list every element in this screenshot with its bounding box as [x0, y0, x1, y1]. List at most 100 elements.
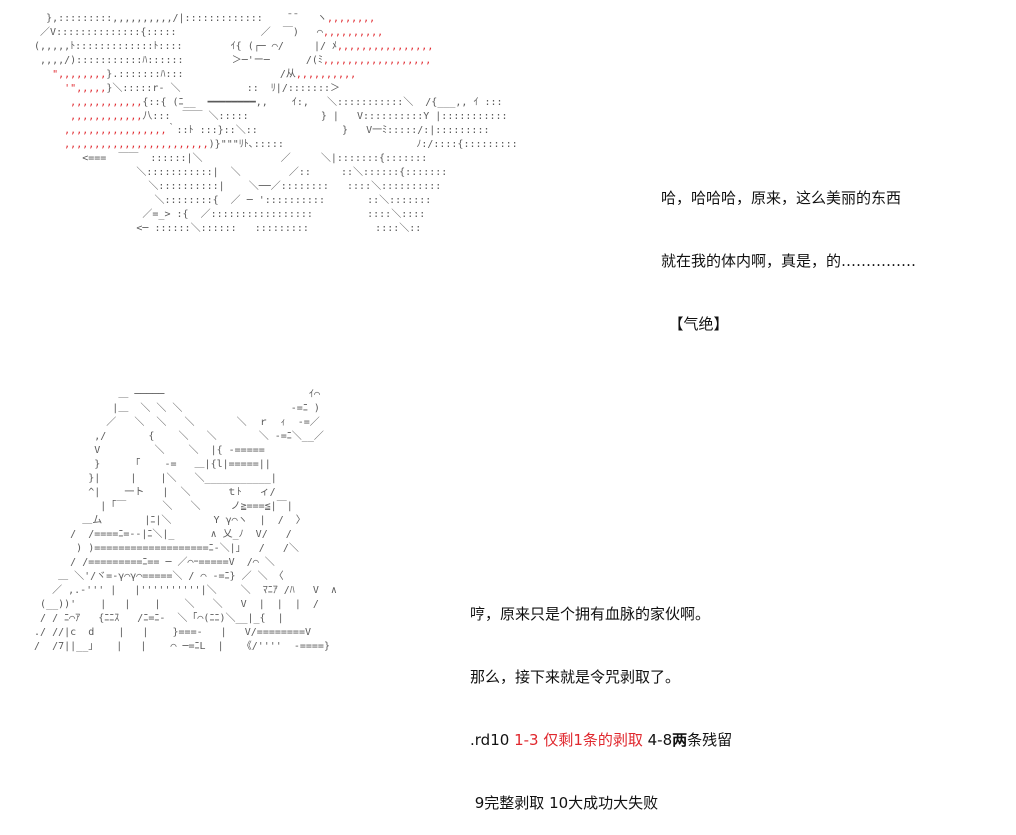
- art-line: ) )===================ﾆ-＼|｣ / /＼: [22, 543, 299, 554]
- art-gray-segment: ＼::::::::::| ＼──／:::::::: ::::＼:::::::::…: [22, 181, 442, 192]
- art-line: ,,,,/):::::::::::ﾊ:::::: ＞─'ー─ /(ﾐ,,,,,,…: [22, 55, 431, 66]
- art-red-segment: ,,,,,,,,,,,,: [70, 97, 143, 108]
- art-gray-segment: ＼:::::::::::| ＼ ／:: ::＼::::::{:::::::: [22, 167, 448, 178]
- dialog-line: 哼，原来只是个拥有血脉的家伙啊。: [470, 605, 711, 623]
- art-gray-segment: ,/ { ＼ ＼ ＼ -=ﾆ＼__／: [22, 431, 324, 442]
- art-line: V ＼ ＼ |{ -=====: [22, 445, 265, 456]
- art-gray-segment: |「￣ ＼ ＼ ノ≧===≦|￣|: [22, 501, 293, 512]
- art-gray-segment: ) )===================ﾆ-＼|｣ / /＼: [22, 543, 299, 554]
- art-gray-segment: V ＼ ＼ |{ -=====: [22, 445, 265, 456]
- art-line: ／=_> :{ ／::::::::::::::::: ::::＼::::: [22, 209, 425, 220]
- dice-roll-bold: 两: [672, 731, 688, 749]
- art-line: ,,,,,,,,,,,,,,,,,｀::ﾄ :::}::＼:: } V一ﾐ:::…: [22, 125, 489, 136]
- art-gray-segment: )}"""ﾘﾄ､::::: ﾉ:/::::{:::::::::: [208, 139, 518, 150]
- art-red-segment: ,,,,,,,,,,,,,,,,,,: [322, 55, 432, 66]
- art-line: / / ﾆ⌒ｱ {ﾆﾆｽ /ﾆ=ﾆ- ＼「⌒(ﾆﾆ)＼__|_{ |: [22, 613, 284, 624]
- art-gray-segment: [22, 83, 64, 94]
- art-line: ＼:::::::::::| ＼ ／:: ::＼::::::{:::::::: [22, 167, 447, 178]
- art-gray-segment: }| | |＼ ＼___________|: [22, 473, 277, 484]
- art-gray-segment: ／=_> :{ ／::::::::::::::::: ::::＼::::: [22, 209, 426, 220]
- art-line: ./ //|c d | | }===- | V/========V: [22, 627, 311, 638]
- art-line: ＿ム |ﾆ|＼ Y γ⌒ヽ | / 〉: [22, 515, 306, 526]
- art-line: |「￣ ＼ ＼ ノ≧===≦|￣|: [22, 501, 293, 512]
- art-gray-segment: ／ ＼ ＼ ＼ ＼ ｒ ｨ -=／: [22, 417, 320, 428]
- art-line: |＿ ＼ ＼ ＼ -=ﾆ ): [22, 403, 320, 414]
- art-gray-segment: / / ﾆ⌒ｱ {ﾆﾆｽ /ﾆ=ﾆ- ＼「⌒(ﾆﾆ)＼__|_{ |: [22, 613, 284, 624]
- art-gray-segment: }＼:::::r- ＼ :: ﾘ|/:::::::＞: [106, 83, 340, 94]
- art-red-segment: ,,,,,,,,,,,,,,,,,,,,,,,,: [64, 139, 209, 150]
- art-line: ,/ { ＼ ＼ ＼ -=ﾆ＼__／: [22, 431, 324, 442]
- art-gray-segment: ＿ ＼'/ヾ=-γ⌒γ⌒=====＼ / ⌒ -=ﾆ} ／ ＼ 〈: [22, 571, 284, 582]
- dialog-line: 9完整剥取 10大成功大失败: [470, 794, 659, 812]
- art-line: ,,,,,,,,,,,,{::{ (ﾆ__ ━━━━━━━━,, ｲ:, ＼::…: [22, 97, 503, 108]
- art-gray-segment: }.:::::::ﾊ::: /从: [106, 69, 296, 80]
- art-gray-segment: [22, 139, 64, 150]
- art-gray-segment: ／ ,.-''' | |''''''''''|＼ ＼ ﾏﾆｱ /ﾊ V ∧: [22, 585, 337, 596]
- art-gray-segment: <─ ::::::＼:::::: ::::::::: ::::＼::: [22, 223, 422, 234]
- art-red-segment: ,,,,,,,,,,,,,,,,,: [64, 125, 167, 136]
- ascii-art-bottom-figure: ＿ ───── ｲ⌒ |＿ ＼ ＼ ＼ -=ﾆ ) ／ ＼ ＼ ＼ ＼ ｒ ｨ …: [22, 388, 337, 654]
- art-line: } 「 -= ＿|{l|=====||: [22, 459, 271, 470]
- ascii-art-top-figure: },:::::::::,,,,,,,,,,/|::::::::::::: ̄ ̄…: [22, 12, 518, 236]
- art-red-segment: ,,,,,,,,,,: [295, 69, 357, 80]
- art-red-segment: ,,,,,,,,,,: [322, 27, 384, 38]
- art-gray-segment: (__))' | | | ＼ ＼ V | | | /: [22, 599, 319, 610]
- art-gray-segment: ｀::ﾄ :::}::＼:: } V一ﾐ:::::/:|:::::::::: [166, 125, 490, 136]
- art-gray-segment: [22, 125, 64, 136]
- art-gray-segment: / /====ﾆ=--|ﾆ＼|_ ∧ 乂_ﾉ V/ /: [22, 529, 292, 540]
- art-red-segment: ",,,,,,,,: [52, 69, 107, 80]
- art-gray-segment: },:::::::::,,,,,,,,,,/|::::::::::::: ̄ ̄…: [22, 13, 328, 24]
- art-line: ^| 一ト | ＼ ｔﾄ ィ/: [22, 487, 276, 498]
- art-gray-segment: ／V::::::::::::::{::::: ／ ￣) ⌒: [22, 27, 323, 38]
- art-line: ＼::::::::::| ＼──／:::::::: ::::＼:::::::::…: [22, 181, 441, 192]
- art-line: ＼::::::::{ ／ ─ ':::::::::: ::＼:::::::: [22, 195, 431, 206]
- dice-roll-line: .rd10 1-3 仅剩1条的剥取 4-8两条残留: [470, 730, 732, 751]
- art-line: ",,,,,,,,}.:::::::ﾊ::: /从,,,,,,,,,,: [22, 69, 356, 80]
- art-line: / /=========ﾆ== ─ ／⌒ｰ=====V /⌒ ＼: [22, 557, 275, 568]
- art-gray-segment: [22, 111, 70, 122]
- art-red-segment: ,,,,,,,,,,,,,,,,: [337, 41, 434, 52]
- dialog-line: 哈，哈哈哈，原来，这么美丽的东西: [661, 189, 902, 207]
- art-gray-segment: ＿ム |ﾆ|＼ Y γ⌒ヽ | / 〉: [22, 515, 306, 526]
- art-line: ／ ＼ ＼ ＼ ＼ ｒ ｨ -=／: [22, 417, 320, 428]
- dice-roll-prefix: .rd10: [470, 731, 515, 749]
- art-line: <=== ￣￣ ::::::|＼ ／ ＼|:::::::{:::::::: [22, 153, 427, 164]
- art-line: ／ ,.-''' | |''''''''''|＼ ＼ ﾏﾆｱ /ﾊ V ∧: [22, 585, 337, 596]
- art-gray-segment: [22, 69, 52, 80]
- art-red-segment: ,,,,,,,,: [327, 13, 376, 24]
- art-gray-segment: 八::: ￣￣ ＼::::: } | V::::::::::Y |:::::::…: [142, 111, 508, 122]
- art-gray-segment: / /=========ﾆ== ─ ／⌒ｰ=====V /⌒ ＼: [22, 557, 275, 568]
- dialog-line: 就在我的体内啊，真是，的……………: [661, 252, 917, 270]
- art-line: ＿ ───── ｲ⌒: [22, 389, 320, 400]
- art-gray-segment: } 「 -= ＿|{l|=====||: [22, 459, 271, 470]
- dialog-bottom-right: 哼，原来只是个拥有血脉的家伙啊。 那么，接下来就是令咒剥取了。 .rd10 1-…: [470, 562, 732, 835]
- art-gray-segment: ,,,,/):::::::::::ﾊ:::::: ＞─'ー─ /(ﾐ: [22, 55, 323, 66]
- art-line: },:::::::::,,,,,,,,,,/|::::::::::::: ̄ ̄…: [22, 13, 375, 24]
- dice-roll-suffix: 条残留: [687, 731, 733, 749]
- art-gray-segment: (,,,,,ﾄ:::::::::::::ﾄ:::: ｲ{ (┌─ ⌒/ |/ ﾒ: [22, 41, 338, 52]
- dialog-line: 那么，接下来就是令咒剥取了。: [470, 668, 681, 686]
- art-gray-segment: / /7||__」 | | ⌒ ─=ﾆL | 《/'''' -====}: [22, 641, 330, 652]
- art-gray-segment: <=== ￣￣ ::::::|＼ ／ ＼|:::::::{:::::::: [22, 153, 428, 164]
- dice-roll-mid: 4-8: [642, 731, 673, 749]
- art-red-segment: '",,,,,: [64, 83, 107, 94]
- dialog-top-right: 哈，哈哈哈，原来，这么美丽的东西 就在我的体内啊，真是，的…………… 【气绝】: [661, 146, 916, 356]
- art-line: (__))' | | | ＼ ＼ V | | | /: [22, 599, 319, 610]
- art-red-segment: ,,,,,,,,,,,,: [70, 111, 143, 122]
- art-line: (,,,,,ﾄ:::::::::::::ﾄ:::: ｲ{ (┌─ ⌒/ |/ ﾒ…: [22, 41, 433, 52]
- art-gray-segment: ./ //|c d | | }===- | V/========V: [22, 627, 311, 638]
- art-line: ,,,,,,,,,,,,八::: ￣￣ ＼::::: } | V::::::::…: [22, 111, 508, 122]
- art-line: ／V::::::::::::::{::::: ／ ￣) ⌒,,,,,,,,,,: [22, 27, 383, 38]
- art-line: }| | |＼ ＼___________|: [22, 473, 277, 484]
- art-line: / /====ﾆ=--|ﾆ＼|_ ∧ 乂_ﾉ V/ /: [22, 529, 292, 540]
- art-line: <─ ::::::＼:::::: ::::::::: ::::＼::: [22, 223, 421, 234]
- art-line: ＿ ＼'/ヾ=-γ⌒γ⌒=====＼ / ⌒ -=ﾆ} ／ ＼ 〈: [22, 571, 284, 582]
- art-gray-segment: [22, 97, 70, 108]
- art-line: / /7||__」 | | ⌒ ─=ﾆL | 《/'''' -====}: [22, 641, 330, 652]
- art-gray-segment: ＼::::::::{ ／ ─ ':::::::::: ::＼:::::::: [22, 195, 432, 206]
- art-gray-segment: ^| 一ト | ＼ ｔﾄ ィ/: [22, 487, 276, 498]
- art-line: ,,,,,,,,,,,,,,,,,,,,,,,,)}"""ﾘﾄ､::::: ﾉ:…: [22, 139, 518, 150]
- art-line: '",,,,,}＼:::::r- ＼ :: ﾘ|/:::::::＞: [22, 83, 340, 94]
- art-gray-segment: {::{ (ﾆ__ ━━━━━━━━,, ｲ:, ＼:::::::::::＼ /…: [142, 97, 503, 108]
- art-gray-segment: ＿ ───── ｲ⌒: [22, 389, 320, 400]
